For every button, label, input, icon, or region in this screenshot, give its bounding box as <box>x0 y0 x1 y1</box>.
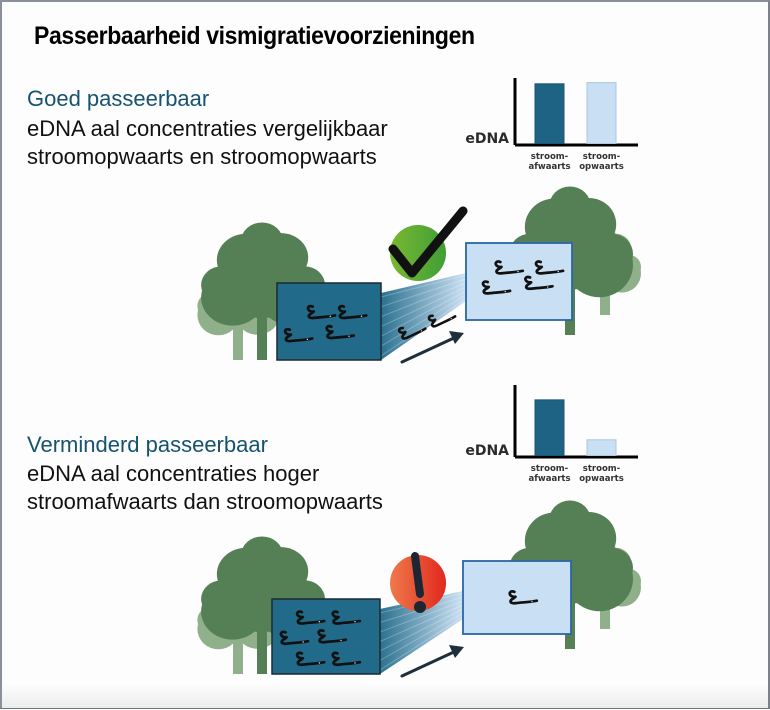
y-axis-label: eDNA <box>465 443 509 459</box>
tree-trunk <box>600 593 610 629</box>
x-tick-label: afwaarts <box>528 474 570 484</box>
flow-streak <box>379 608 464 652</box>
description-line-2: stroomafwaarts dan stroomopwaarts <box>27 489 383 514</box>
x-tick-label: stroom- <box>531 152 569 162</box>
y-axis-label: eDNA <box>465 131 509 147</box>
bar-stroomopwaarts <box>586 82 617 145</box>
x-tick-label: opwaarts <box>579 162 624 172</box>
page-title: Passerbaarheid vismigratievoorzieningen <box>34 22 475 50</box>
tree-canopy <box>201 580 244 618</box>
tree-trunk <box>233 319 243 360</box>
tree-trunk <box>600 279 610 315</box>
bar-stroomopwaarts <box>586 439 617 457</box>
upstream-pool <box>462 560 572 635</box>
tree-trunk <box>233 633 243 674</box>
flow-direction-arrow <box>400 649 458 678</box>
description-line-2: stroomopwaarts en stroomopwaarts <box>27 144 377 169</box>
flow-direction-arrow <box>400 335 458 364</box>
bar-stroomafwaarts <box>534 83 565 144</box>
tree-canopy <box>549 500 591 541</box>
x-tick-label: afwaarts <box>528 162 570 172</box>
bottom-shade <box>2 684 768 708</box>
x-tick-label: stroom- <box>583 152 621 162</box>
description-reduced-passable: eDNA aal concentraties hoger stroomafwaa… <box>27 460 383 516</box>
description-line-1: eDNA aal concentraties vergelijkbaar <box>27 116 388 141</box>
description-good-passable: eDNA aal concentraties vergelijkbaar str… <box>27 115 388 171</box>
exclamation-dot <box>414 601 426 613</box>
tree-trunk <box>257 303 267 360</box>
flow-streak <box>380 294 467 347</box>
downstream-pool <box>271 598 381 675</box>
flow-streak <box>379 604 464 642</box>
arrow-head-icon <box>449 331 464 344</box>
flow-streak <box>379 616 464 671</box>
flow-streak <box>379 612 464 661</box>
tree-canopy <box>591 547 633 589</box>
scenario-illustration-good <box>197 186 641 364</box>
x-tick-label: stroom- <box>583 464 621 474</box>
description-line-1: eDNA aal concentraties hoger <box>27 461 320 486</box>
tree-canopy <box>241 222 283 260</box>
x-tick-label: stroom- <box>531 464 569 474</box>
flow-streak <box>380 282 467 318</box>
heading-reduced-passable: Verminderd passeerbaar <box>27 432 268 457</box>
tree-canopy <box>241 536 283 574</box>
tree-canopy <box>549 186 591 227</box>
flow-streak <box>380 290 467 337</box>
flow-streak <box>380 286 467 327</box>
fish-passage-flow <box>380 591 463 674</box>
heading-good-passable: Goed passeerbaar <box>27 86 210 111</box>
tree-canopy <box>201 266 244 304</box>
x-tick-label: opwaarts <box>579 474 624 484</box>
exclamation-icon <box>411 552 424 598</box>
flow-streak <box>379 600 464 633</box>
checkmark-icon <box>388 206 468 278</box>
downstream-pool <box>276 282 382 361</box>
scenario-illustration-reduced <box>197 500 641 678</box>
tree-trunk <box>257 617 267 674</box>
upstream-pool <box>465 242 573 321</box>
flow-streak <box>380 278 467 308</box>
flow-streak <box>380 298 467 357</box>
arrow-head-icon <box>449 645 464 658</box>
tree-canopy <box>591 233 633 275</box>
flow-streak <box>380 274 467 298</box>
bar-stroomafwaarts <box>534 399 565 457</box>
